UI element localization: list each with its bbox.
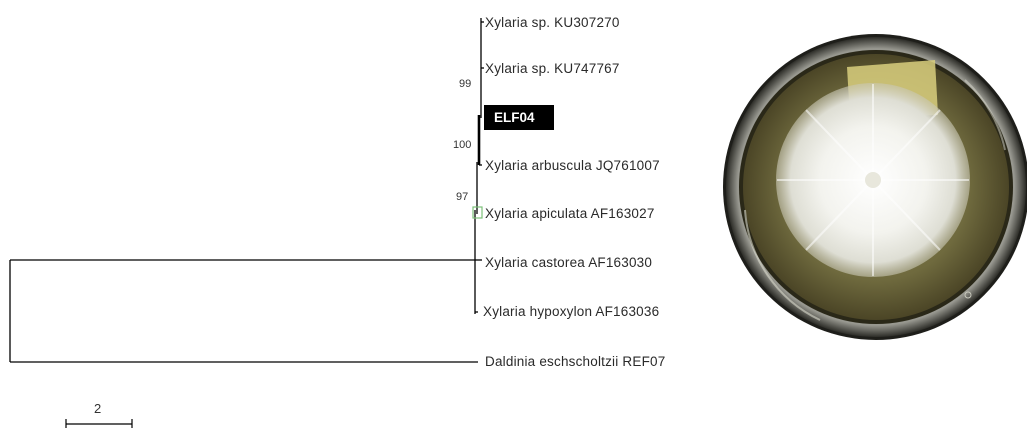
tree-branches	[9, 18, 484, 363]
scale-bar-label: 2	[94, 401, 101, 416]
scale-bar	[65, 419, 133, 428]
bootstrap-label: 100	[453, 139, 471, 151]
highlight-box	[484, 105, 554, 130]
petri-dish-photo	[723, 34, 1027, 340]
selection-marker-icon	[472, 206, 483, 219]
taxon-label: Xylaria sp. KU307270	[485, 15, 620, 30]
bootstrap-label: 97	[456, 191, 468, 203]
bootstrap-label: 99	[459, 78, 471, 90]
taxon-label: Xylaria castorea AF163030	[485, 255, 652, 270]
taxon-label: Daldinia eschscholtzii REF07	[485, 354, 665, 369]
taxon-label: Xylaria apiculata AF163027	[485, 206, 655, 221]
taxon-label: Xylaria sp. KU747767	[485, 61, 620, 76]
taxon-label-highlighted: ELF04	[494, 110, 535, 125]
taxon-label: Xylaria hypoxylon AF163036	[483, 304, 659, 319]
taxon-label: Xylaria arbuscula JQ761007	[485, 158, 660, 173]
